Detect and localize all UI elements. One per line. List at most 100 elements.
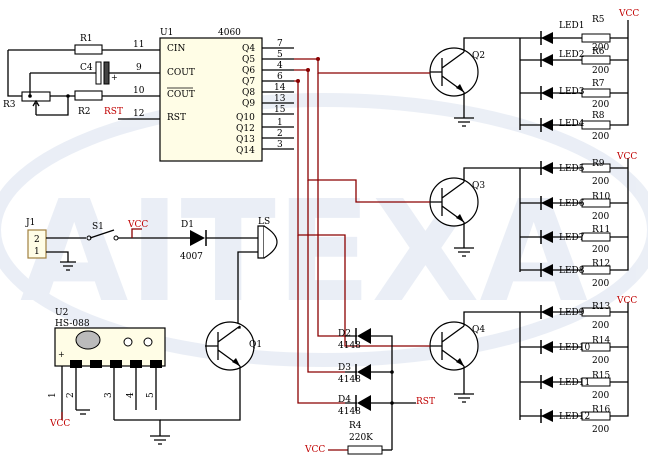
svg-text:Q13: Q13 — [236, 135, 255, 145]
pin-rst: RST — [167, 113, 186, 123]
svg-text:Q8: Q8 — [242, 88, 255, 98]
svg-text:LED6: LED6 — [559, 199, 585, 209]
svg-text:200: 200 — [592, 177, 609, 187]
svg-text:R15: R15 — [592, 371, 611, 381]
r4-label: R4 — [349, 421, 362, 431]
vcc-label-r4: VCC — [304, 445, 325, 455]
svg-text:+: + — [58, 350, 65, 359]
svg-text:2: 2 — [34, 235, 40, 245]
svg-text:AITEXA: AITEXA — [20, 171, 588, 334]
svg-text:6: 6 — [277, 72, 283, 82]
j1-label: J1 — [25, 218, 35, 228]
svg-text:2: 2 — [66, 392, 76, 398]
svg-text:R6: R6 — [592, 47, 605, 57]
vcc-label-1: VCC — [618, 9, 639, 19]
svg-text:200: 200 — [592, 66, 609, 76]
svg-text:R8: R8 — [592, 111, 605, 121]
svg-text:5: 5 — [277, 50, 283, 60]
svg-text:Q5: Q5 — [242, 55, 255, 65]
svg-text:LED8: LED8 — [559, 266, 585, 276]
svg-text:R11: R11 — [592, 225, 610, 235]
ic-part: 4060 — [218, 28, 241, 38]
pin-num-12: 12 — [133, 109, 144, 119]
pin-cin: CIN — [167, 44, 185, 54]
svg-text:1: 1 — [277, 118, 283, 128]
u2-label: U2 — [55, 308, 68, 318]
svg-text:Q7: Q7 — [242, 77, 255, 87]
right-pin-numbers: 7 5 4 6 14 13 15 1 2 3 — [274, 39, 286, 150]
q1-label: Q1 — [249, 340, 262, 350]
svg-text:13: 13 — [274, 94, 286, 104]
svg-text:LED10: LED10 — [559, 343, 590, 353]
svg-text:4148: 4148 — [338, 407, 361, 417]
svg-text:R7: R7 — [592, 79, 605, 89]
svg-text:7: 7 — [277, 39, 283, 49]
pin-num-9: 9 — [136, 63, 142, 73]
ic-4060: U1 4060 CIN COUT COUT RST 11 9 10 12 Q4 … — [128, 28, 294, 162]
right-pin-names: Q4 Q5 Q6 Q7 Q8 Q9 Q10 Q12 Q13 Q14 — [236, 44, 255, 156]
svg-text:LED12: LED12 — [559, 412, 590, 422]
receiver-section: U2 HS-088 + 1 2 3 4 5 VCC Q1 — [48, 308, 262, 445]
d1-label: D1 — [181, 220, 194, 230]
svg-text:Q4: Q4 — [242, 44, 255, 54]
svg-text:Q9: Q9 — [242, 99, 255, 109]
rst-label-2: RST — [416, 397, 435, 407]
vcc-label-u2: VCC — [49, 419, 70, 429]
svg-text:LED2: LED2 — [559, 50, 585, 60]
svg-text:LED9: LED9 — [559, 308, 585, 318]
svg-text:200: 200 — [592, 425, 609, 435]
svg-text:200: 200 — [592, 43, 609, 53]
r1-label: R1 — [80, 34, 93, 44]
power-section: J1 2 1 S1 VCC D1 4007 LS — [25, 217, 278, 328]
c4-label: C4 — [80, 63, 93, 73]
svg-text:R16: R16 — [592, 405, 611, 415]
pin-num-10: 10 — [133, 86, 145, 96]
pin-cout-bar: COUT — [167, 90, 195, 100]
svg-text:D2: D2 — [338, 329, 351, 339]
svg-text:200: 200 — [592, 391, 609, 401]
ls-label: LS — [258, 217, 270, 227]
svg-text:1: 1 — [34, 247, 40, 257]
vcc-label-3: VCC — [616, 296, 637, 306]
q3: Q3 — [429, 167, 520, 248]
svg-text:R12: R12 — [592, 259, 610, 269]
watermark: AITEXA — [0, 93, 648, 367]
ic-ref: U1 — [160, 28, 173, 38]
svg-text:5: 5 — [146, 392, 156, 398]
svg-text:D4: D4 — [338, 395, 351, 405]
svg-text:R9: R9 — [592, 159, 605, 169]
svg-text:4: 4 — [126, 392, 136, 398]
svg-text:LED5: LED5 — [559, 164, 585, 174]
svg-text:LED3: LED3 — [559, 87, 585, 97]
svg-text:Q12: Q12 — [236, 124, 255, 134]
q-output-wires — [294, 57, 430, 404]
svg-text:LED4: LED4 — [559, 119, 585, 129]
svg-text:R10: R10 — [592, 192, 611, 202]
q2-label: Q2 — [472, 51, 485, 61]
svg-text:R14: R14 — [592, 336, 611, 346]
q2: Q2 — [429, 37, 520, 118]
oscillator: R1 C4 + R3 R2 RST — [3, 34, 128, 120]
svg-text:15: 15 — [274, 105, 286, 115]
transistors: Q2 Q3 Q4 — [429, 37, 520, 403]
r2-label: R2 — [78, 107, 91, 117]
svg-text:200: 200 — [592, 356, 609, 366]
r4-value: 220K — [349, 433, 373, 443]
svg-text:1: 1 — [48, 392, 58, 398]
svg-text:200: 200 — [592, 100, 609, 110]
svg-text:4: 4 — [277, 61, 283, 71]
svg-text:14: 14 — [274, 83, 286, 93]
pin-cout: COUT — [167, 68, 195, 78]
d1-part: 4007 — [180, 252, 203, 262]
q4-label: Q4 — [472, 325, 485, 335]
svg-text:200: 200 — [592, 245, 609, 255]
svg-text:200: 200 — [592, 212, 609, 222]
svg-text:4148: 4148 — [338, 375, 361, 385]
u2-part: HS-088 — [55, 319, 90, 329]
svg-text:4148: 4148 — [338, 341, 361, 351]
